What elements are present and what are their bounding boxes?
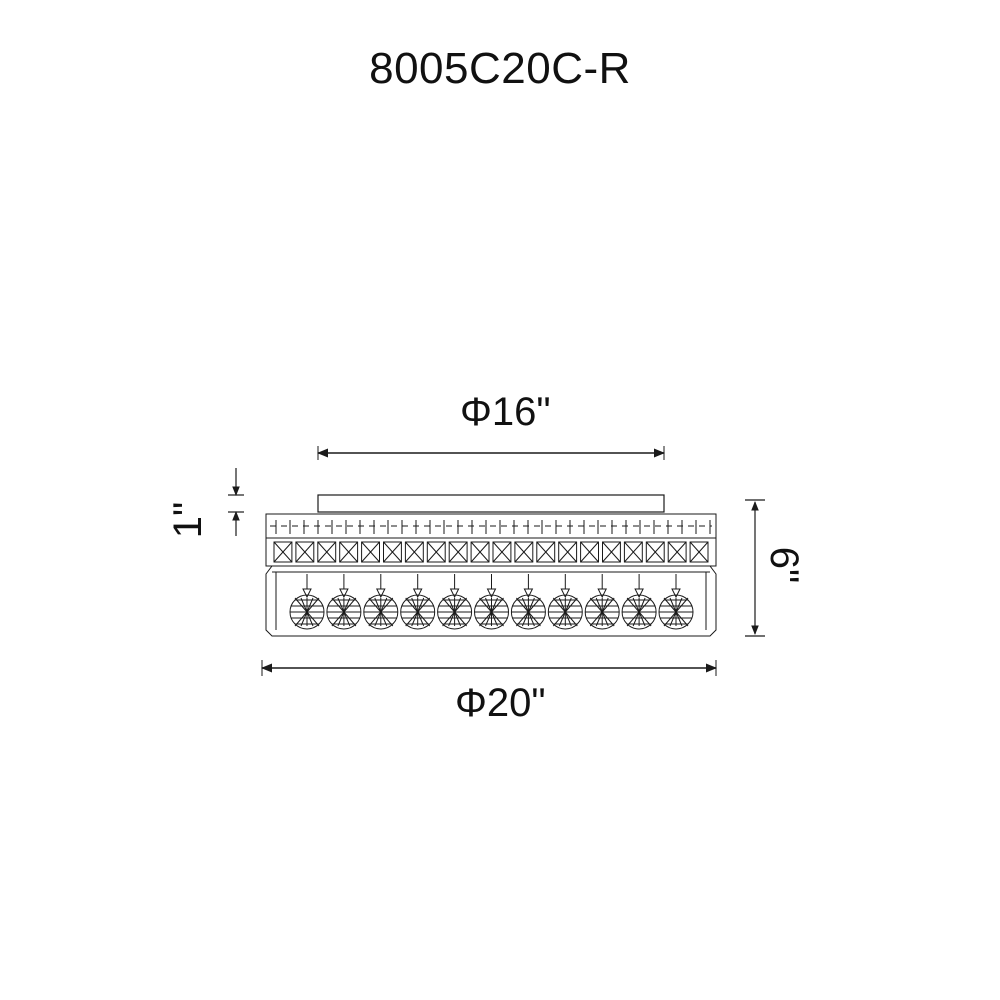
canopy-plate	[317, 494, 665, 513]
lattice-cell	[273, 541, 293, 563]
crystal-ball-band	[265, 565, 717, 637]
lattice-cell	[404, 541, 424, 563]
lattice-cell	[645, 541, 665, 563]
lattice-cell	[689, 541, 709, 563]
crystal-ball	[658, 574, 694, 630]
lattice-cell	[602, 541, 621, 563]
crystal-cap	[560, 588, 571, 599]
crystal-cap	[412, 588, 423, 599]
lattice-cell	[383, 541, 402, 563]
crystal-ball	[584, 574, 620, 630]
lattice-cross	[470, 541, 490, 563]
crystal-cap	[449, 588, 460, 599]
bottom-diameter-label: Φ20"	[455, 681, 546, 725]
crystal-cap	[634, 588, 644, 599]
crystal-cap	[523, 588, 534, 599]
lattice-cross	[448, 541, 468, 563]
crystal-ball	[363, 574, 399, 630]
lattice-cross	[339, 541, 358, 563]
crystal-cap	[375, 588, 386, 599]
crystal-ball	[437, 574, 473, 630]
lattice-cross	[558, 541, 577, 563]
lattice-cross	[295, 541, 315, 563]
crystal-cap	[486, 588, 497, 599]
lattice-cell	[492, 541, 512, 563]
crystal-cap	[302, 588, 312, 599]
lattice-cell	[361, 541, 381, 563]
crystal-ball	[289, 574, 325, 630]
lattice-cell	[339, 541, 359, 563]
crystal-cap	[339, 588, 349, 599]
lattice-cell	[448, 541, 468, 563]
lattice-band	[265, 537, 717, 567]
lattice-cell	[558, 541, 578, 563]
lattice-cell	[317, 541, 337, 563]
lattice-cross	[645, 541, 665, 563]
lattice-cross	[602, 541, 621, 563]
crystal-ball	[621, 574, 657, 630]
lattice-cell	[514, 541, 534, 563]
crystal-ball	[400, 574, 436, 630]
upper-crystal-band	[265, 513, 717, 539]
lattice-cell	[426, 541, 446, 563]
lattice-cross	[514, 541, 534, 563]
lattice-cross	[624, 541, 643, 563]
crystal-ball	[326, 574, 362, 630]
lattice-cross	[492, 541, 512, 563]
lattice-cell	[580, 541, 599, 563]
lattice-cross	[383, 541, 402, 563]
crystal-ball	[547, 574, 583, 630]
crystal-ball	[474, 574, 509, 630]
crystal-ball	[510, 574, 546, 630]
model-number: 8005C20C-R	[369, 44, 631, 93]
top-diameter-label: Φ16"	[460, 390, 551, 434]
lattice-cross	[426, 541, 446, 563]
lattice-cell	[667, 541, 687, 563]
lattice-cell	[623, 541, 643, 563]
lattice-cross	[317, 541, 337, 563]
lattice-cell	[295, 541, 315, 563]
lattice-cross	[689, 541, 709, 563]
lattice-cell	[470, 541, 490, 563]
canopy-height-dimension	[228, 468, 244, 536]
crystal-cap	[597, 588, 608, 599]
lattice-cross	[667, 541, 687, 563]
lattice-cross	[536, 541, 556, 563]
lattice-cross	[405, 541, 424, 563]
overall-height-dimension	[745, 499, 765, 637]
lattice-cell	[536, 541, 556, 563]
lattice-cross	[273, 541, 293, 563]
lattice-cross	[361, 541, 380, 563]
lattice-cross	[580, 541, 599, 563]
crystal-cap	[671, 588, 681, 599]
